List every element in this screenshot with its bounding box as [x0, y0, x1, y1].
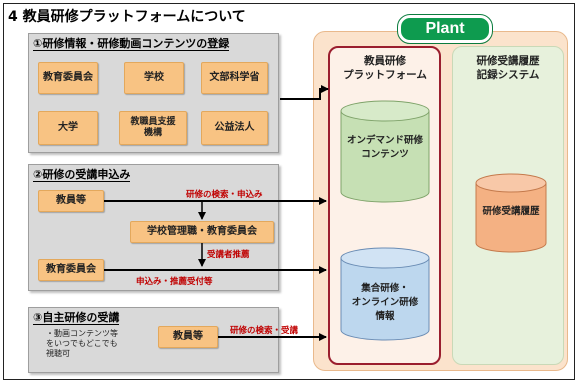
record-system-title: 研修受講履歴 記録システム [453, 54, 563, 82]
record-title-line2: 記録システム [476, 69, 540, 81]
section-self-study: ③自主研修の受講 [28, 307, 279, 373]
arrow-registration [280, 85, 329, 100]
record-title-line1: 研修受講履歴 [476, 55, 540, 67]
ondemand-label-line2: コンテンツ [361, 149, 409, 160]
group-training-cylinder [340, 247, 430, 341]
history-cylinder [475, 173, 547, 253]
self-study-note: ・動画コンテンツ等 をいつでもどこでも 視聴可 [46, 329, 118, 359]
group-label-line2: オンライン研修 [351, 297, 419, 308]
ondemand-label: オンデマンド研修 コンテンツ [341, 134, 429, 162]
box-school-admin: 学校管理職・教育委員会 [130, 221, 274, 243]
box-teacher-application: 教員等 [38, 190, 104, 212]
box-teacher-self-study: 教員等 [158, 326, 218, 348]
section-registration-title: ①研修情報・研修動画コンテンツの登録 [33, 37, 230, 51]
ondemand-label-line1: オンデマンド研修 [346, 135, 423, 146]
group-training-label: 集合研修・ オンライン研修 情報 [341, 282, 429, 324]
label-accept: 申込み・推薦受付等 [136, 277, 213, 287]
section-self-study-title: ③自主研修の受講 [33, 311, 120, 325]
box-board-of-education: 教育委員会 [38, 62, 98, 94]
box-mext: 文部科学省 [201, 62, 268, 94]
group-label-line1: 集合研修・ [361, 283, 409, 294]
note-line1: ・動画コンテンツ等 [46, 329, 118, 338]
label-search-attend: 研修の検索・受講 [230, 326, 299, 336]
page-title: 4 教員研修プラットフォームについて [8, 9, 246, 25]
label-recommend: 受講者推薦 [207, 250, 250, 260]
box-board-application: 教育委員会 [38, 259, 104, 281]
platform-title-line1: 教員研修 [364, 55, 406, 67]
history-label: 研修受講履歴 [482, 206, 540, 217]
plant-label: Plant [397, 14, 493, 44]
ondemand-cylinder [340, 100, 430, 203]
box-university: 大学 [38, 111, 98, 145]
group-label-line3: 情報 [375, 311, 395, 322]
label-search-apply: 研修の検索・申込み [186, 190, 263, 200]
note-line2: をいつでもどこでも [46, 339, 118, 348]
platform-title-line2: プラットフォーム [343, 69, 427, 81]
platform-title: 教員研修 プラットフォーム [330, 54, 440, 82]
box-nits: 教職員支援機構 [119, 111, 187, 145]
note-line3: 視聴可 [46, 349, 70, 358]
box-public-corporation: 公益法人 [201, 111, 268, 145]
section-application-title: ②研修の受講申込み [33, 168, 131, 182]
box-school: 学校 [124, 62, 184, 94]
